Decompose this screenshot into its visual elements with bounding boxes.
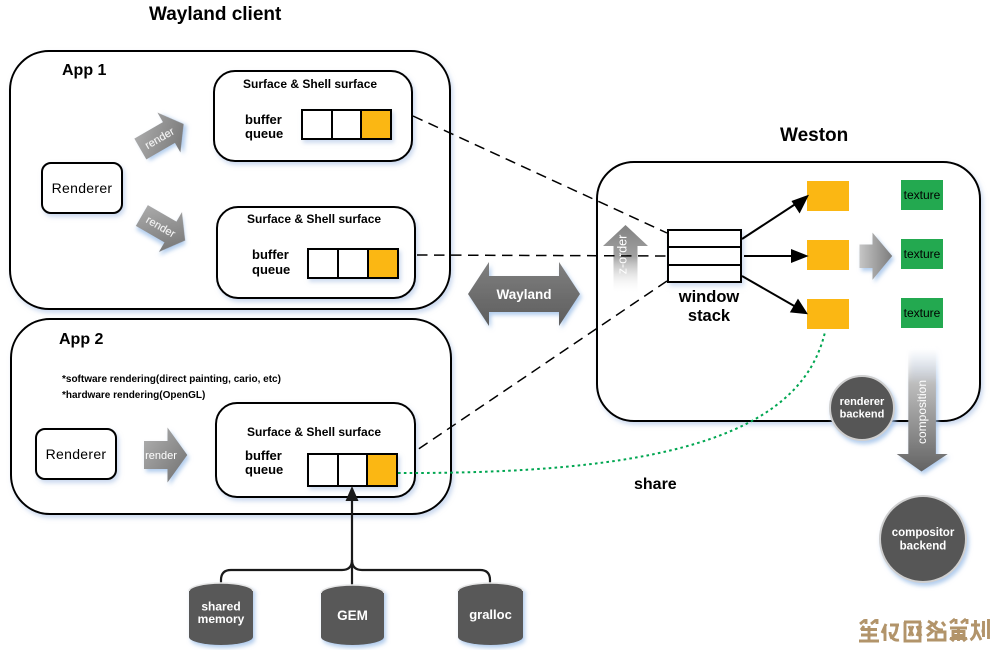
svg-text:GEM: GEM	[337, 608, 368, 623]
svg-text:compositor: compositor	[892, 527, 955, 539]
svg-text:backend: backend	[900, 541, 947, 553]
svg-text:backend: backend	[840, 409, 885, 421]
svg-text:shared: shared	[201, 600, 240, 614]
svg-text:gralloc: gralloc	[469, 607, 512, 622]
svg-text:z-order: z-order	[616, 235, 630, 275]
svg-text:Wayland: Wayland	[496, 287, 551, 302]
svg-text:memory: memory	[198, 612, 245, 626]
svg-text:renderer: renderer	[840, 396, 885, 408]
svg-text:render: render	[145, 450, 177, 462]
svg-text:composition: composition	[915, 380, 929, 444]
